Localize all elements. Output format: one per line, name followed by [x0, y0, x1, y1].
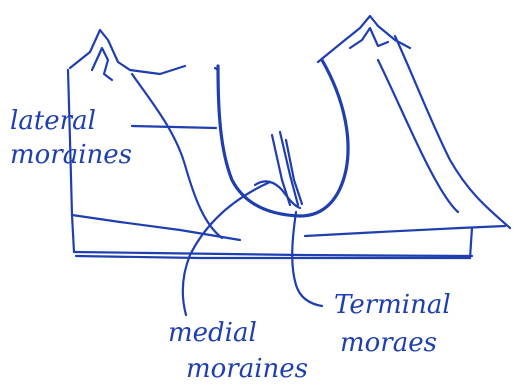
terminal-label-line2: moraes [340, 330, 437, 356]
terminal-label-line1: Terminal [334, 292, 451, 318]
block-front-bottom [305, 226, 505, 236]
left-valley-slope [132, 74, 222, 238]
medial-label-line2: moraines [186, 356, 308, 382]
lateral-label-line1: lateral [10, 108, 96, 134]
left-peak-snow-line [92, 48, 112, 80]
block-right-down [470, 228, 472, 258]
medial-label-line1: medial [168, 320, 257, 346]
right-inner-slope [378, 60, 458, 212]
block-base-edge [74, 252, 472, 256]
lateral-label-line2: moraines [10, 142, 132, 168]
medial-moraine-streak-2 [280, 132, 298, 205]
left-mountain-peak [70, 30, 185, 74]
medial-pointer-line [183, 182, 270, 315]
lateral-pointer-line [132, 126, 216, 128]
